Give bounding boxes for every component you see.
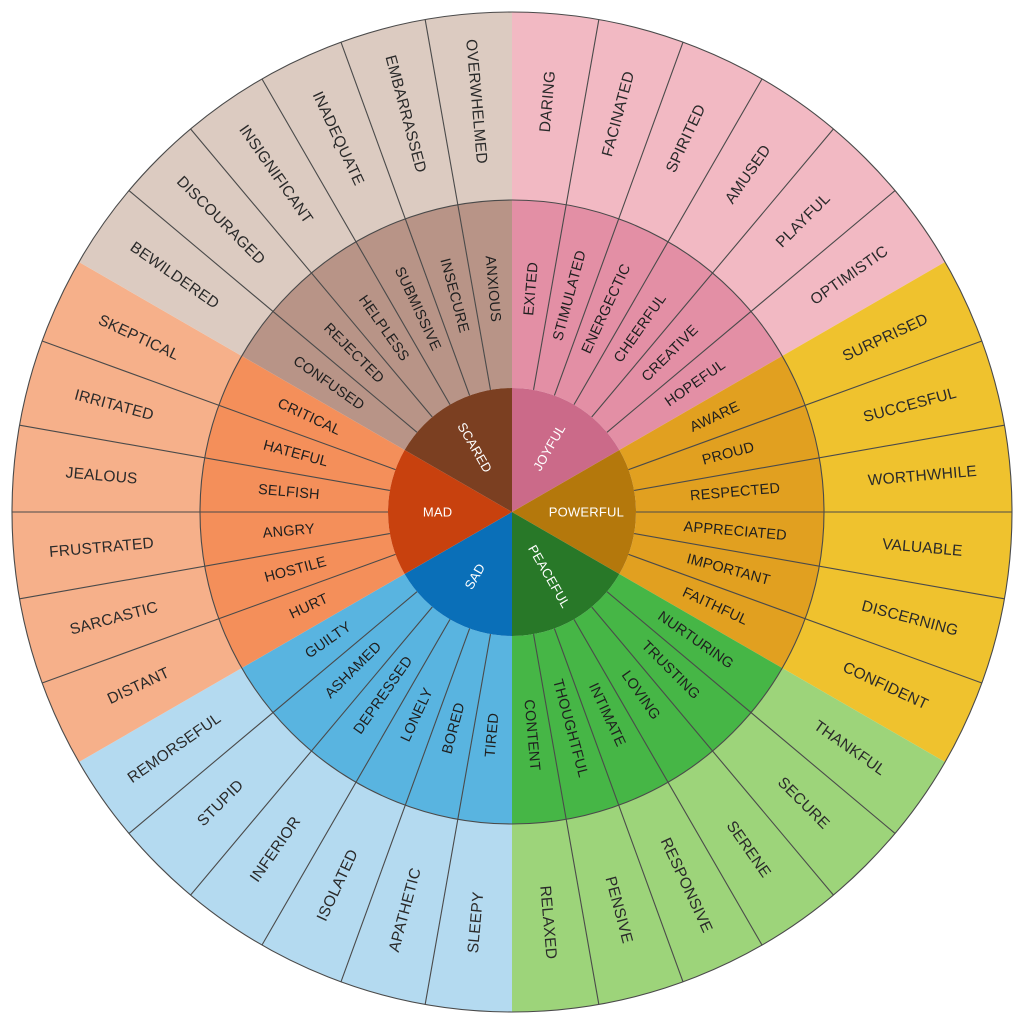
secondary-label-exited: EXITED (521, 261, 542, 316)
wedge-core-sad (404, 512, 512, 636)
wedge-outer-scared (78, 12, 512, 356)
tertiary-label-daring: DARING (537, 70, 559, 133)
wedge-core-scared (404, 388, 512, 512)
secondary-label-tired: TIRED (483, 712, 503, 758)
wedge-middle-sad (241, 574, 512, 825)
wedge-middle-scared (241, 200, 512, 450)
wedge-middle-peaceful (512, 574, 783, 824)
wedge-core-peaceful (512, 512, 620, 636)
wedge-outer-joyful (512, 12, 946, 356)
secondary-label-respected: RESPECTED (689, 481, 780, 505)
tertiary-label-valuable: VALUABLE (882, 536, 964, 560)
wedge-middle-joyful (512, 200, 783, 450)
tertiary-label-relaxed: RELAXED (536, 885, 559, 960)
wedge-core-mad (388, 450, 512, 574)
separator-layer (11, 11, 1013, 1013)
ring-border-middle (199, 199, 825, 825)
secondary-label-angry: ANGRY (262, 521, 316, 542)
tertiary-label-jealous: JEALOUS (65, 464, 138, 487)
ring-border-outer (11, 11, 1013, 1013)
secondary-label-selfish: SELFISH (257, 482, 320, 503)
tertiary-label-sleepy: SLEEPY (465, 891, 487, 954)
secondary-label-anxious: ANXIOUS (482, 255, 504, 323)
wedge-core-powerful (512, 450, 636, 574)
wedge-layer (11, 12, 1012, 1012)
core-label-mad: MAD (423, 505, 453, 520)
wedge-outer-sad (78, 668, 512, 1012)
core-label-powerful: POWERFUL (549, 505, 624, 520)
wedge-core-joyful (512, 388, 620, 512)
wedge-outer-peaceful (512, 668, 946, 1012)
secondary-label-content: CONTENT (520, 699, 542, 772)
